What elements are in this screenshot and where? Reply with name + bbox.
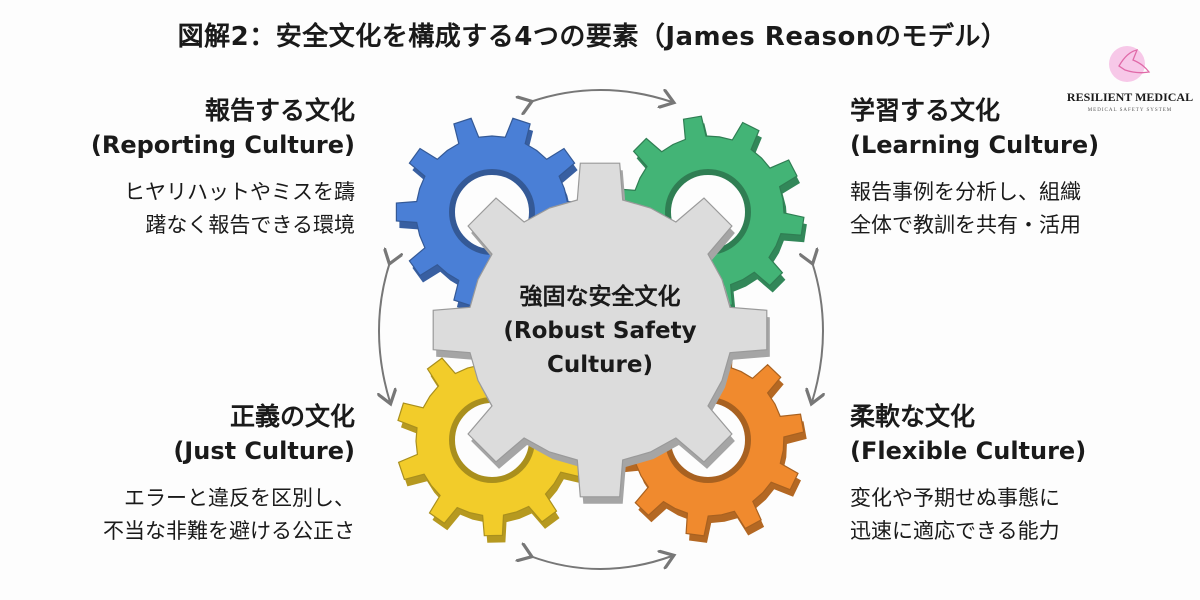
learning-culture-block: 学習する文化 (Learning Culture) 報告事例を分析し、組織全体で… — [850, 94, 1170, 242]
heading-jp: 学習する文化 — [850, 96, 1001, 125]
heading-en: (Just Culture) — [173, 437, 355, 465]
flexible-culture-block: 柔軟な文化 (Flexible Culture) 変化や予期せぬ事態に迅速に適応… — [850, 400, 1170, 548]
cycle-arrow-bottom — [530, 556, 672, 570]
page-title: 図解2：安全文化を構成する4つの要素（James Reasonのモデル） — [177, 22, 1008, 52]
brand-logo: RESILIENT MEDICAL MEDICAL SAFETY SYSTEM — [1060, 44, 1200, 113]
cycle-arrow-right — [812, 262, 823, 402]
description: 迅速に適応できる能力 — [850, 519, 1060, 543]
center-label: 強固な安全文化 (Robust Safety Culture) — [470, 280, 730, 382]
heading-jp: 柔軟な文化 — [850, 402, 976, 431]
cycle-arrow-top — [530, 90, 672, 102]
heading-en: (Reporting Culture) — [90, 131, 355, 159]
center-title-en: (Robust Safety — [503, 318, 697, 344]
logo-name: RESILIENT MEDICAL — [1066, 90, 1194, 104]
description: 変化や予期せぬ事態に — [850, 486, 1060, 510]
description: 全体で教訓を共有・活用 — [850, 213, 1081, 237]
cycle-arrow-left — [379, 262, 390, 402]
center-gear — [432, 162, 770, 504]
heading-jp: 正義の文化 — [229, 402, 355, 431]
heading-jp: 報告する文化 — [204, 96, 355, 125]
logo-tagline: MEDICAL SAFETY SYSTEM — [1087, 108, 1173, 113]
description: 不当な非難を避ける公正さ — [103, 519, 355, 543]
heading-en: (Flexible Culture) — [850, 437, 1087, 465]
just-culture-block: 正義の文化 (Just Culture) エラーと違反を区別し、不当な非難を避け… — [35, 400, 355, 548]
description: 躇なく報告できる環境 — [145, 213, 355, 237]
dove-icon — [1109, 46, 1151, 82]
center-title-jp: 強固な安全文化 — [519, 284, 681, 310]
description: ヒヤリハットやミスを躊 — [124, 180, 355, 204]
heading-en: (Learning Culture) — [850, 131, 1100, 159]
description: エラーと違反を区別し、 — [124, 486, 355, 510]
description: 報告事例を分析し、組織 — [850, 180, 1081, 204]
center-title-en-2: Culture) — [547, 352, 653, 378]
reporting-culture-block: 報告する文化 (Reporting Culture) ヒヤリハットやミスを躊躇な… — [35, 94, 355, 242]
